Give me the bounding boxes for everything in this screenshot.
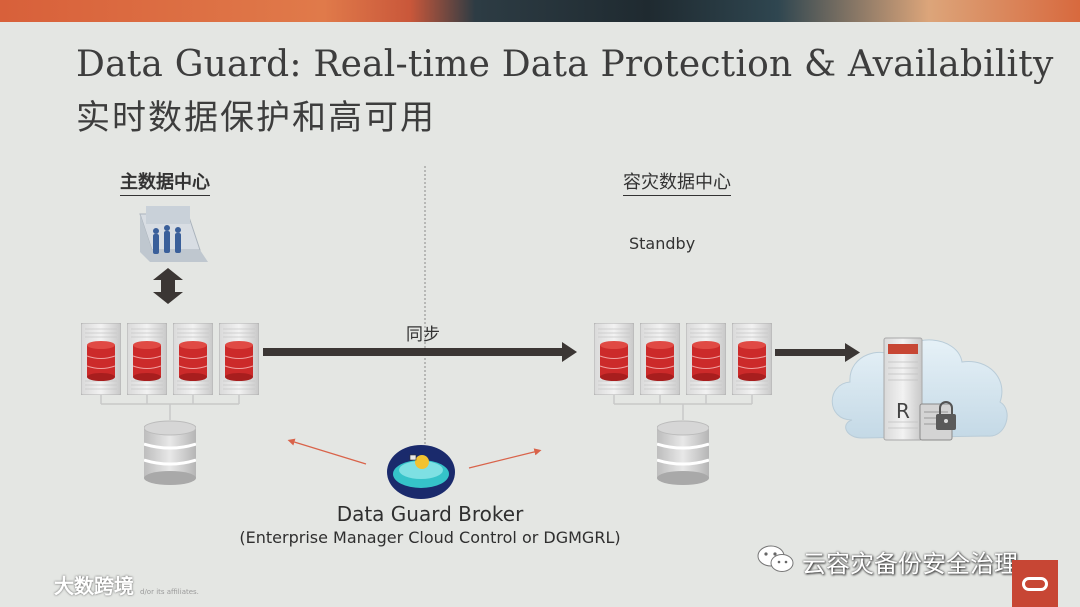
primary-server-racks xyxy=(81,323,259,420)
server-rack-icon xyxy=(219,323,259,395)
sync-arrow xyxy=(263,342,577,362)
standby-label: Standby xyxy=(629,234,696,253)
recovery-arrow xyxy=(775,343,860,362)
sync-label: 同步 xyxy=(406,325,440,345)
broker-arrow-left xyxy=(287,438,367,465)
footer-brand-watermark: 大数跨境 xyxy=(54,574,134,598)
top-banner xyxy=(0,0,1080,22)
server-rack-icon xyxy=(127,323,167,395)
cloud-recovery-icon: R xyxy=(831,337,1008,441)
slide-subtitle: 实时数据保护和高可用 xyxy=(76,98,436,138)
people-office-icon xyxy=(139,206,208,262)
broker-detail: (Enterprise Manager Cloud Control or DGM… xyxy=(239,528,621,547)
oracle-logo-ring xyxy=(1022,577,1048,591)
slide-title: Data Guard: Real-time Data Protection & … xyxy=(76,44,1054,85)
standby-database-disk-icon xyxy=(657,420,709,486)
svg-text:R: R xyxy=(896,399,910,423)
dr-site-label: 容灾数据中心 xyxy=(623,168,731,196)
server-rack-icon xyxy=(686,323,726,395)
server-rack-icon xyxy=(173,323,213,395)
footer-legal-text: d/or its affiliates. xyxy=(140,588,199,596)
server-rack-icon xyxy=(81,323,121,395)
primary-site-label: 主数据中心 xyxy=(120,168,210,196)
standby-server-racks xyxy=(594,323,772,420)
broker-name: Data Guard Broker xyxy=(336,502,524,526)
wechat-icon xyxy=(757,545,794,572)
lock-icon xyxy=(919,401,956,441)
server-rack-icon xyxy=(594,323,634,395)
primary-database-disk-icon xyxy=(144,420,196,486)
broker-arrow-right xyxy=(468,448,542,469)
oracle-logo-icon xyxy=(1012,560,1058,607)
server-rack-icon xyxy=(640,323,680,395)
bidirectional-arrow-icon xyxy=(153,268,183,304)
wechat-account-watermark: 云容灾备份安全治理 xyxy=(802,550,1018,578)
server-rack-icon xyxy=(732,323,772,395)
broker-icon xyxy=(387,445,455,499)
